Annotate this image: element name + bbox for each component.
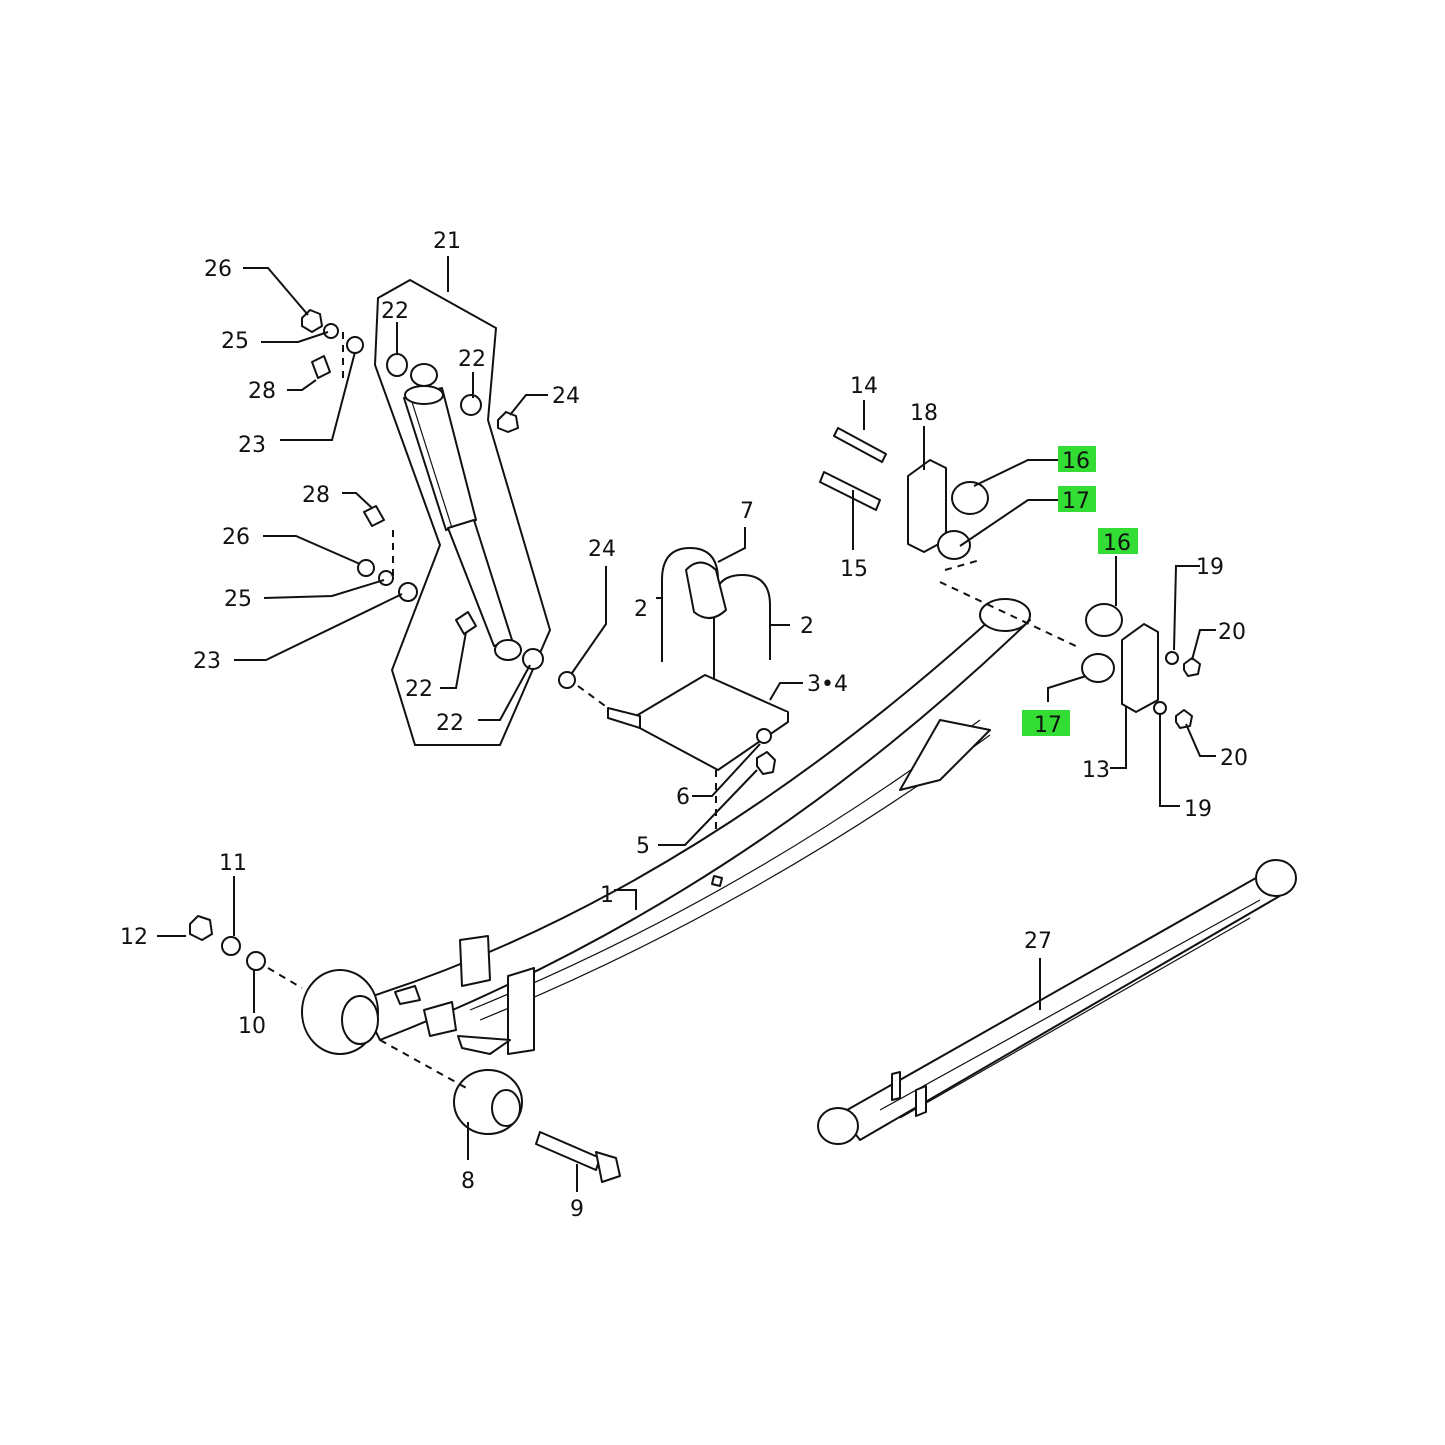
callout-6: 6	[676, 785, 690, 810]
callout-10: 10	[238, 1014, 266, 1039]
callout-5: 5	[636, 834, 650, 859]
callout-26: 26	[204, 257, 232, 282]
bolt-14	[833, 427, 887, 463]
callout-15: 15	[840, 557, 868, 582]
callout-22: 22	[405, 677, 433, 702]
washer-6	[756, 728, 772, 744]
callout-7: 7	[740, 499, 754, 524]
callout-1: 1	[600, 883, 614, 908]
u-bolt-assembly	[558, 547, 789, 840]
callout-23: 23	[193, 649, 221, 674]
bolt-9	[535, 1131, 601, 1171]
bolt-15	[819, 471, 881, 511]
bushing-16-upper	[951, 481, 989, 515]
callout-25: 25	[221, 329, 249, 354]
callout-16-highlighted: 16	[1103, 531, 1131, 556]
callout-20: 20	[1218, 620, 1246, 645]
shock-absorber	[403, 363, 522, 661]
bushing-16-lower	[1085, 603, 1123, 637]
upper-mount-hardware	[301, 309, 519, 433]
callout-2: 2	[800, 614, 814, 639]
callout-12: 12	[120, 925, 148, 950]
highlight-box	[1098, 528, 1138, 554]
washer-19-upper	[1165, 651, 1179, 665]
shock-absorber-group	[301, 278, 552, 746]
callout-19: 19	[1184, 797, 1212, 822]
callout-2: 2	[634, 597, 648, 622]
callout-21: 21	[433, 229, 461, 254]
washer-10	[246, 951, 266, 971]
callout-labels: 21 26 25 28 23 22 22 24 28 26 25 23 22 2…	[120, 229, 1248, 1222]
washer-11	[221, 936, 241, 956]
callout-27: 27	[1024, 929, 1052, 954]
callout-22: 22	[458, 347, 486, 372]
bushing-17-lower	[1081, 653, 1115, 683]
washer-24	[558, 671, 576, 689]
highlight-box	[1058, 446, 1096, 472]
callout-13: 13	[1082, 758, 1110, 783]
leader-lines	[157, 256, 1216, 1192]
leaf-spring	[301, 598, 1031, 1055]
nut-20-upper	[1183, 657, 1201, 677]
callout-26: 26	[222, 525, 250, 550]
callout-14: 14	[850, 374, 878, 399]
shackle-group	[819, 427, 1201, 729]
callout-8: 8	[461, 1169, 475, 1194]
callout-22: 22	[436, 711, 464, 736]
axle-bumper-7	[685, 561, 727, 619]
rear-eye-hardware	[189, 915, 621, 1183]
callout-28: 28	[302, 483, 330, 508]
callout-17-highlighted: 17	[1034, 713, 1062, 738]
highlight-box	[1022, 710, 1070, 736]
washer-19-lower	[1153, 701, 1167, 715]
callout-19: 19	[1196, 555, 1224, 580]
callout-3-4: 3•4	[807, 672, 848, 697]
shackle-plate-13	[1121, 623, 1159, 713]
bushing-17-upper	[937, 530, 971, 560]
nut-12	[189, 915, 213, 941]
shock-group-outline	[373, 278, 552, 746]
nut-20-lower	[1175, 709, 1193, 729]
spring-assembly-27	[817, 859, 1297, 1145]
callout-28: 28	[248, 379, 276, 404]
callout-16-highlighted: 16	[1062, 449, 1090, 474]
lower-mount-hardware	[357, 505, 418, 602]
callout-23: 23	[238, 433, 266, 458]
callout-22: 22	[381, 299, 409, 324]
callout-24: 24	[588, 537, 616, 562]
callout-17-highlighted: 17	[1062, 489, 1090, 514]
callout-18: 18	[910, 401, 938, 426]
highlight-box	[1058, 486, 1096, 512]
callout-24: 24	[552, 384, 580, 409]
nut-5	[756, 751, 776, 775]
callout-20: 20	[1220, 746, 1248, 771]
callout-9: 9	[570, 1197, 584, 1222]
callout-11: 11	[219, 851, 247, 876]
callout-25: 25	[224, 587, 252, 612]
